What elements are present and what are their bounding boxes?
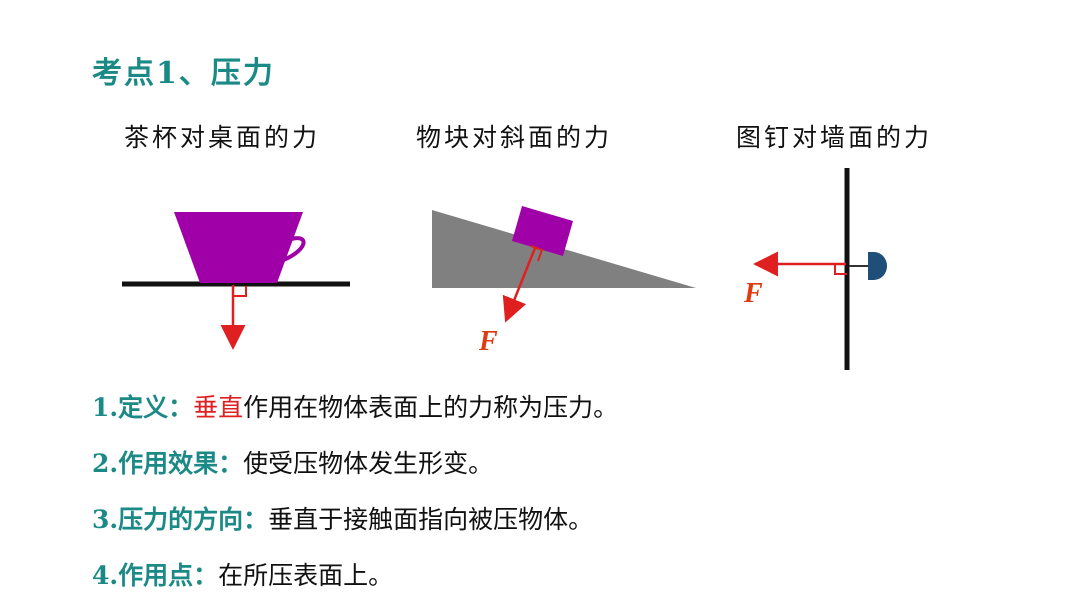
cup-diagram — [122, 212, 350, 350]
definition-line: 1.定义：垂直作用在物体表面上的力称为压力。 — [92, 388, 618, 424]
caption-cup: 茶杯对桌面的力 — [124, 123, 321, 152]
direction-lead: 3.压力的方向： — [92, 505, 269, 534]
caption-block: 物块对斜面的力 — [416, 123, 613, 152]
direction-line: 3.压力的方向：垂直于接触面指向被压物体。 — [92, 500, 593, 536]
teacup — [174, 212, 303, 283]
point-line: 4.作用点：在所压表面上。 — [92, 556, 393, 592]
page-title: 考点1、压力 — [92, 56, 275, 91]
definition-highlight: 垂直 — [193, 393, 244, 422]
effect-lead: 2.作用效果： — [92, 449, 244, 478]
effect-line: 2.作用效果：使受压物体发生形变。 — [92, 444, 493, 480]
force-label-wall: F — [743, 278, 763, 309]
block — [512, 206, 573, 256]
caption-pin: 图钉对墙面的力 — [736, 123, 933, 152]
force-label-incline: F — [478, 326, 498, 357]
right-angle-mark-wall — [834, 264, 847, 275]
definition-text: 作用在物体表面上的力称为压力。 — [243, 393, 619, 422]
definition-lead: 1.定义： — [92, 393, 194, 422]
point-text: 在所压表面上。 — [218, 561, 394, 590]
wall-diagram: F — [743, 168, 887, 370]
right-angle-mark-incline — [530, 245, 544, 262]
pin-head-icon — [868, 252, 887, 280]
point-lead: 4.作用点： — [92, 561, 219, 590]
force-arrow-incline — [502, 247, 537, 323]
effect-text: 使受压物体发生形变。 — [243, 449, 494, 478]
direction-text: 垂直于接触面指向被压物体。 — [268, 505, 594, 534]
incline-diagram: F — [432, 206, 696, 357]
right-angle-mark — [233, 286, 247, 297]
